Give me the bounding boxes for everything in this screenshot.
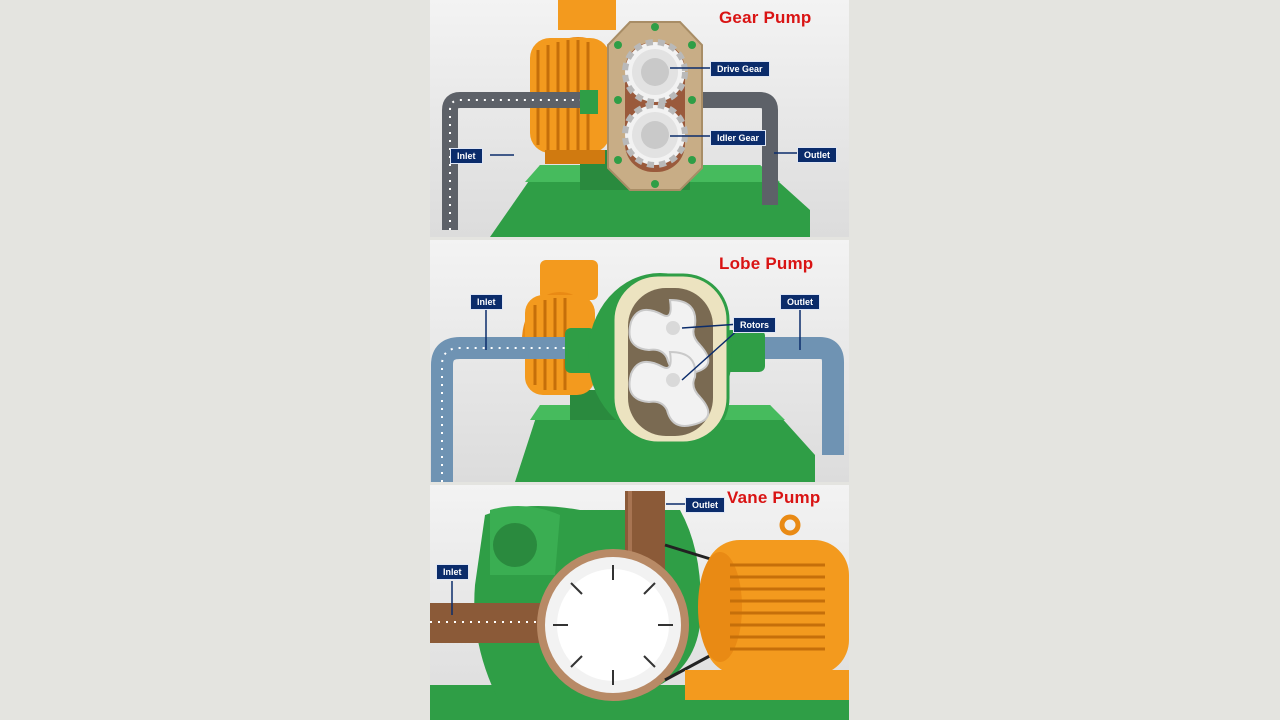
gear-pump-panel: Gear Pump Drive Gear Idler Gear Inlet Ou…: [430, 0, 849, 237]
vane-outlet-label: Outlet: [685, 497, 725, 513]
lobe-inlet-label: Inlet: [470, 294, 503, 310]
drive-gear-label: Drive Gear: [710, 61, 770, 77]
pump-comparison-figure: Gear Pump Drive Gear Idler Gear Inlet Ou…: [430, 0, 849, 720]
lobe-outlet-label: Outlet: [780, 294, 820, 310]
vane-pump-panel: Vane Pump Outlet Inlet: [430, 485, 849, 720]
idler-gear-label: Idler Gear: [710, 130, 767, 146]
gear-inlet-label: Inlet: [450, 148, 483, 164]
gear-pump-title: Gear Pump: [719, 8, 812, 27]
gear-outlet-label: Outlet: [797, 147, 837, 163]
lobe-pump-illustration: [431, 260, 844, 482]
vane-pump-illustration: [430, 491, 849, 720]
lobe-pump-title: Lobe Pump: [719, 254, 814, 273]
rotors-label: Rotors: [733, 317, 776, 333]
vane-inlet-label: Inlet: [436, 564, 469, 580]
lobe-pump-panel: Lobe Pump Inlet Outlet Rotors: [430, 240, 849, 482]
vane-pump-title: Vane Pump: [727, 488, 821, 507]
gear-pump-illustration: [442, 0, 810, 237]
